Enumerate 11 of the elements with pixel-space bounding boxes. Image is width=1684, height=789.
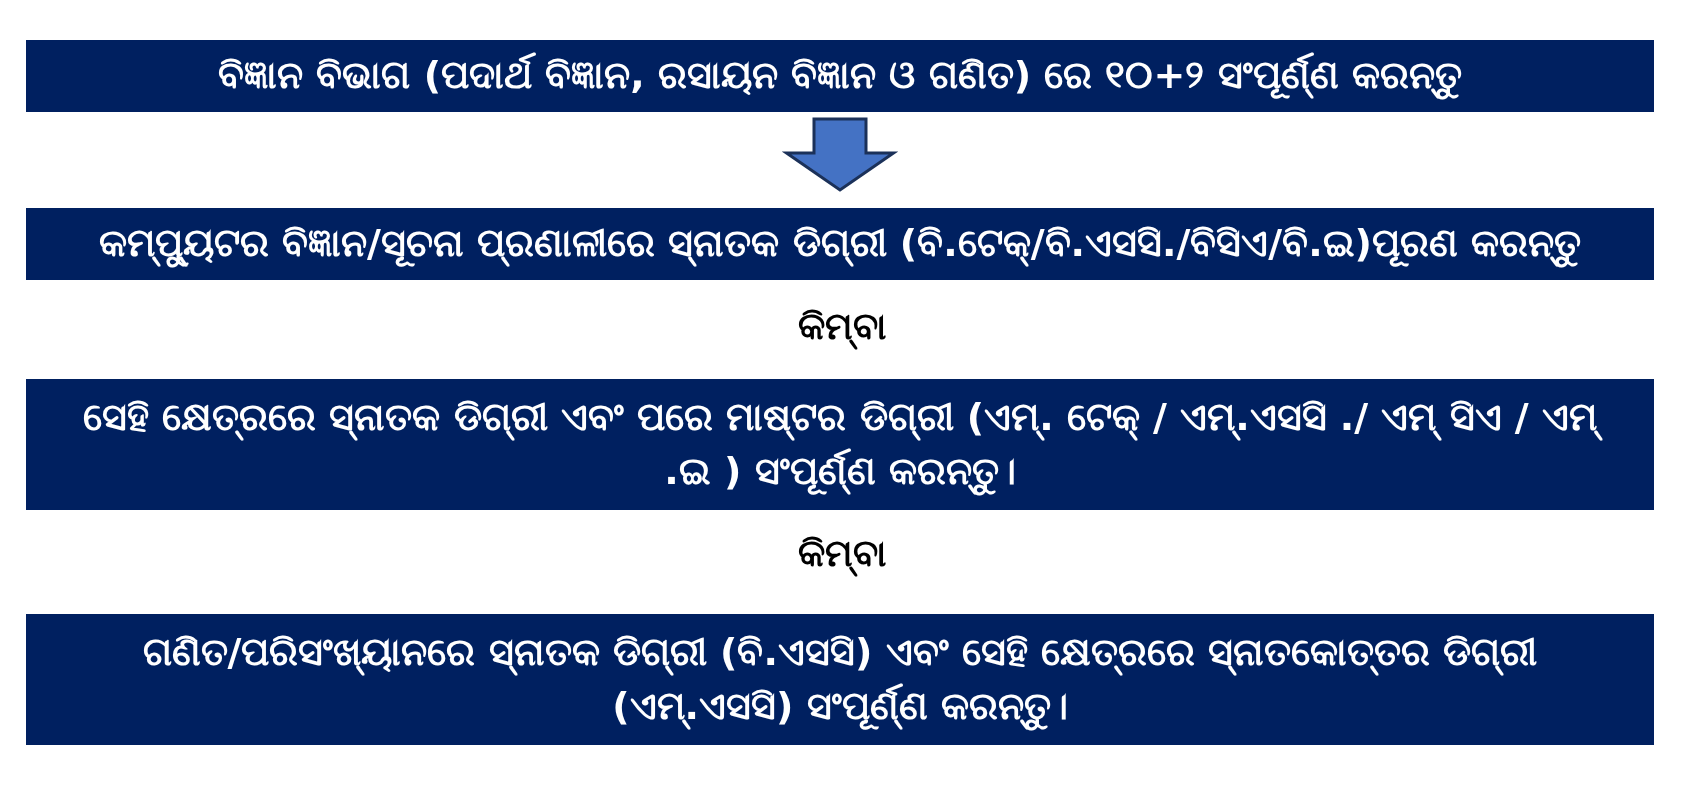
- step-box: [26, 614, 1654, 745]
- step-text: ସେହି କ୍ଷେତ୍ରରେ ସ୍ନାତକ ଡିଗ୍ରୀ ଏବଂ ପରେ ମାଷ୍ଟର ଡିଗ୍ରୀ (ଏମ୍. ଟେକ୍ / ଏମ୍.ଏସସି ./ ଏମ୍ ସିଏ / ଏମ୍ .ଇ ) ସଂପୂର୍ଣ୍ଣ କରନ୍ତୁ।: [66, 391, 1614, 498]
- step-text: କମ୍ପ୍ୟୁଟର ବିଜ୍ଞାନ/ସୂଚନା ପ୍ରଣାଳୀରେ ସ୍ନାତକ ଡିଗ୍ରୀ (ବି.ଟେକ୍/ବି.ଏସସି./ବିସିଏ/ବି.ଇ)ପୂରଣ କରନ୍ତୁ: [98, 220, 1582, 270]
- or-label: କିମ୍ବା: [798, 304, 886, 352]
- block-arrow: [781, 117, 899, 192]
- step-box: [26, 208, 1654, 280]
- step-box: [26, 40, 1654, 112]
- step-text: ଗଣିତ/ପରିସଂଖ୍ୟାନରେ ସ୍ନାତକ ଡିଗ୍ରୀ (ବି.ଏସସି) ଏବଂ ସେହି କ୍ଷେତ୍ରରେ ସ୍ନାତକୋତ୍ତର ଡିଗ୍ରୀ (ଏମ୍.ଏସସି) ସଂପୂର୍ଣ୍ଣ କରନ୍ତୁ।: [66, 626, 1614, 733]
- or-label: କିମ୍ବା: [798, 531, 886, 579]
- step-text: ବିଜ୍ଞାନ ବିଭାଗ (ପଦାର୍ଥ ବିଜ୍ଞାନ, ରସାୟନ ବିଜ୍ଞାନ ଓ ଗଣିତ) ରେ ୧୦+୨ ସଂପୂର୍ଣ୍ଣ କରନ୍ତୁ: [218, 51, 1462, 102]
- step-box: [26, 379, 1654, 510]
